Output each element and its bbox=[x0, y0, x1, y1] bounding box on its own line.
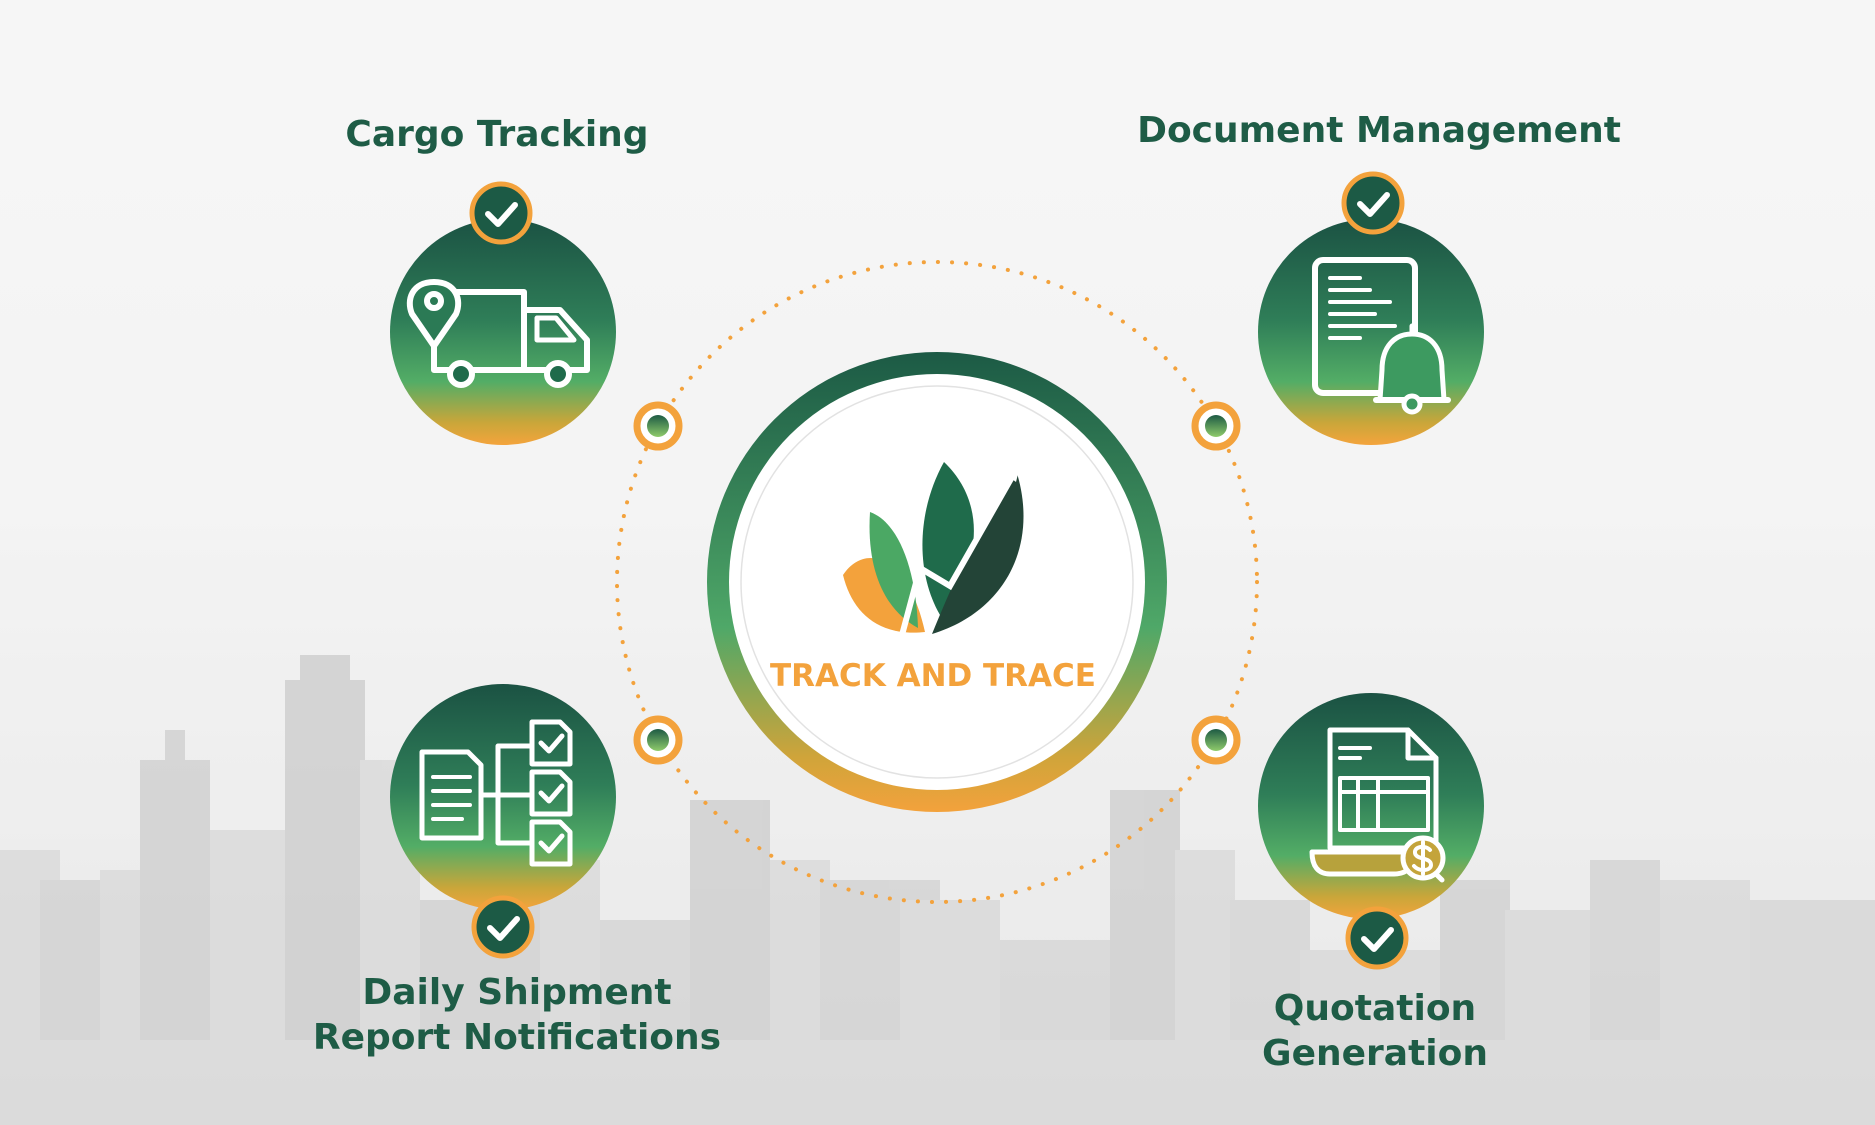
check-badge-icon bbox=[469, 181, 533, 245]
check-badge-icon bbox=[1341, 171, 1405, 235]
document-bell-icon bbox=[1312, 257, 1451, 415]
daily-shipment-report-title: Daily Shipment Report Notifications bbox=[312, 972, 722, 1058]
report-checklist-icon bbox=[419, 719, 573, 867]
city-skyline-background bbox=[0, 655, 1875, 1125]
invoice-dollar-icon bbox=[1309, 727, 1446, 883]
check-badge-icon bbox=[471, 895, 535, 959]
delivery-truck-location-icon bbox=[406, 279, 590, 388]
feature-document-management bbox=[1258, 171, 1484, 445]
orbit-dotted-ring bbox=[615, 260, 1259, 904]
logo-text: TRACK AND TRACE bbox=[770, 658, 1096, 694]
feature-quotation-generation bbox=[1258, 693, 1484, 970]
leaf-growth-arrow-logo bbox=[843, 458, 1024, 636]
document-management-title: Document Management bbox=[1137, 110, 1621, 151]
cargo-tracking-title: Cargo Tracking bbox=[345, 114, 649, 155]
feature-daily-shipment-report bbox=[390, 684, 616, 959]
orbit-node-bottom-left bbox=[633, 715, 683, 765]
check-badge-icon bbox=[1345, 906, 1409, 970]
orbit-node-bottom-right bbox=[1191, 715, 1241, 765]
center-logo-badge: TRACK AND TRACE bbox=[707, 352, 1167, 812]
orbit-node-top-left bbox=[633, 401, 683, 451]
feature-cargo-tracking bbox=[390, 181, 616, 445]
quotation-generation-title: Quotation Generation bbox=[1262, 988, 1488, 1074]
orbit-node-top-right bbox=[1191, 401, 1241, 451]
